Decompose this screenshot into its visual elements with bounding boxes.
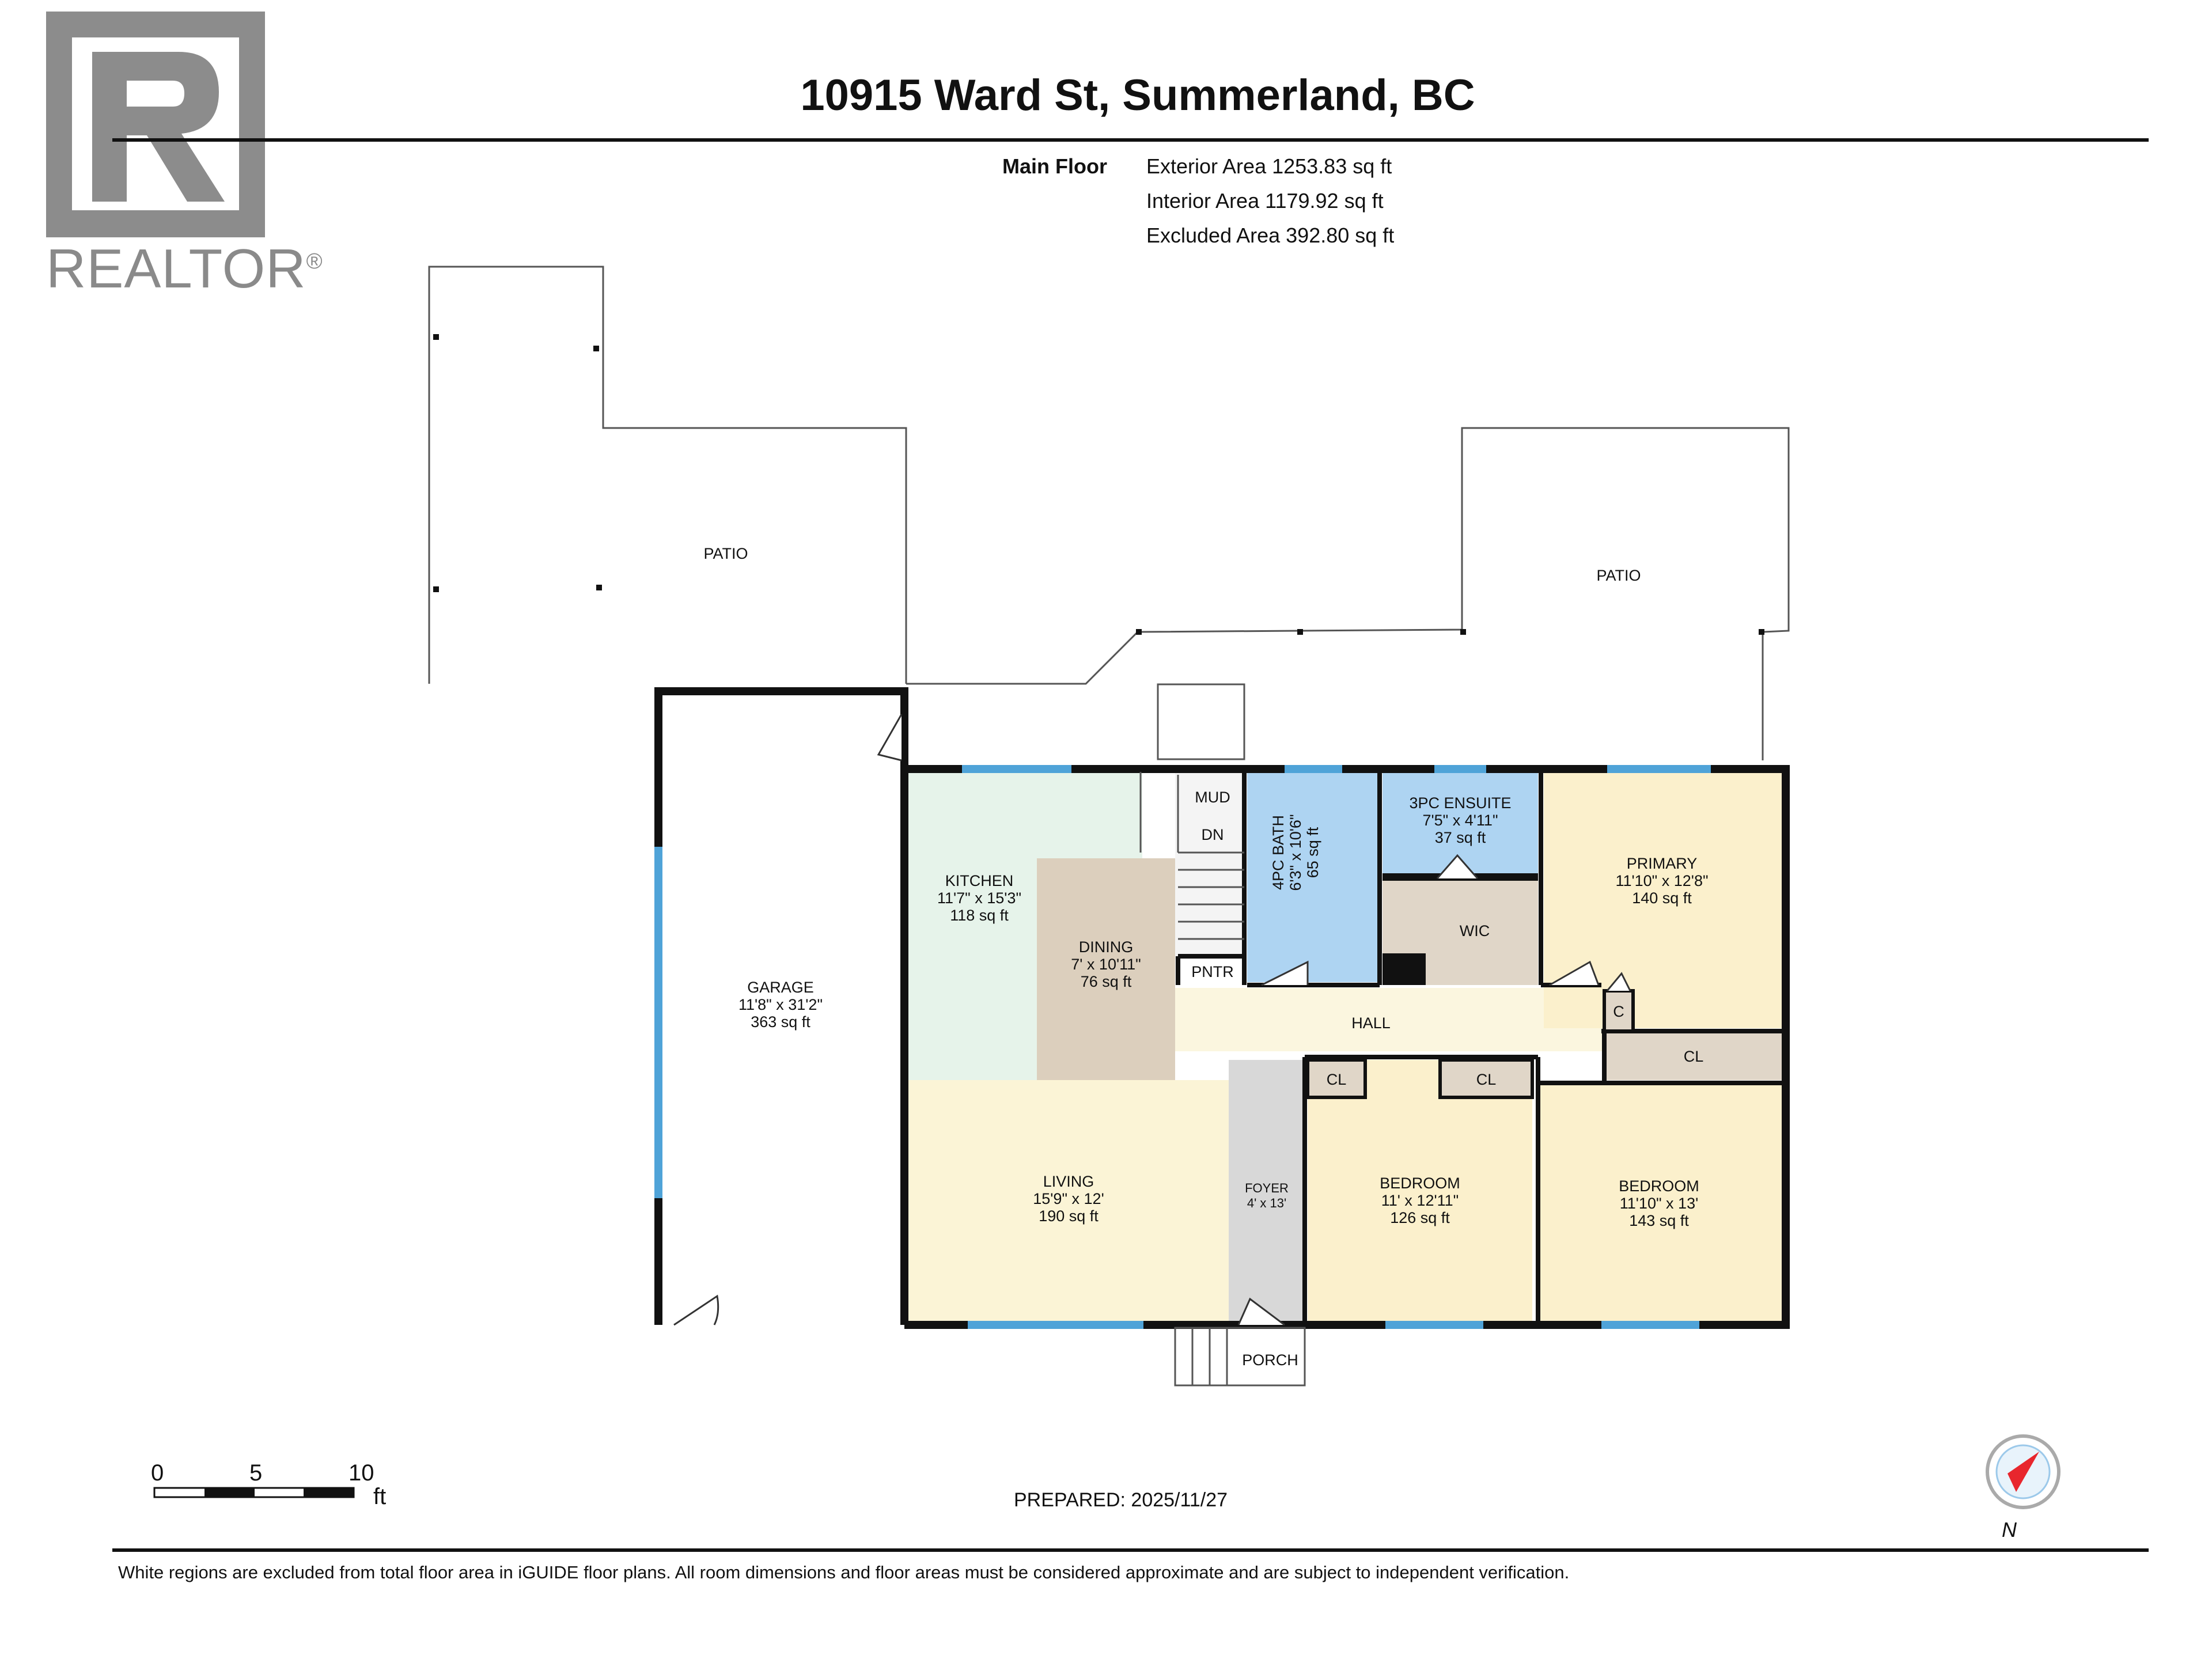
porch-label: PORCH xyxy=(1242,1351,1298,1369)
compass-icon xyxy=(1986,1434,2061,1509)
ensuite-area: 37 sq ft xyxy=(1435,829,1486,846)
garage-floor xyxy=(660,691,902,1325)
scale-tick-5: 5 xyxy=(249,1460,263,1486)
dining-dims: 7' x 10'11" xyxy=(1071,956,1141,973)
porch-steps xyxy=(1174,1327,1306,1387)
stairs xyxy=(1139,772,1244,940)
realtor-r-icon xyxy=(46,12,265,237)
bedroom2-name: BEDROOM xyxy=(1619,1177,1699,1195)
kitchen-dims: 11'7" x 15'3" xyxy=(937,889,1021,907)
primary-dims: 11'10" x 12'8" xyxy=(1615,872,1708,889)
logo-text: REALTOR xyxy=(46,238,306,300)
mud-label: MUD xyxy=(1195,789,1230,806)
scale-tick-10: 10 xyxy=(349,1460,374,1486)
pantry-label: PNTR xyxy=(1191,963,1234,980)
hall-label: HALL xyxy=(1351,1014,1391,1032)
living-floor xyxy=(906,1080,1229,1325)
door-swings xyxy=(673,714,1631,1326)
patio-right-label: PATIO xyxy=(1596,567,1641,584)
garage-area: 363 sq ft xyxy=(751,1013,810,1031)
prepared-date: PREPARED: 2025/11/27 xyxy=(1014,1489,1228,1511)
bedroom2-dims: 11'10" x 13' xyxy=(1620,1195,1699,1212)
floor-label: Main Floor xyxy=(1002,154,1107,178)
disclaimer: White regions are excluded from total fl… xyxy=(118,1562,1570,1582)
interior-area: Interior Area 1179.92 sq ft xyxy=(1146,189,1384,213)
bath4-name: 4PC BATH xyxy=(1270,815,1287,890)
primary-area: 140 sq ft xyxy=(1632,889,1692,907)
closet-hall-fill xyxy=(1604,1031,1783,1080)
living-area: 190 sq ft xyxy=(1039,1207,1099,1225)
header-rule xyxy=(112,138,2149,142)
bath4-dims: 6'3" x 10'6" xyxy=(1287,814,1304,891)
ensuite-name: 3PC ENSUITE xyxy=(1409,794,1511,812)
living-name: LIVING xyxy=(1043,1173,1094,1190)
dining-area: 76 sq ft xyxy=(1081,973,1132,990)
windows xyxy=(654,765,1711,1329)
closet-c-label: C xyxy=(1613,1003,1624,1020)
closet-bed2-label: CL xyxy=(1476,1071,1497,1088)
ensuite-dims: 7'5" x 4'11" xyxy=(1422,812,1498,829)
kitchen-area: 118 sq ft xyxy=(950,907,1009,924)
foyer-name: FOYER xyxy=(1245,1181,1289,1195)
room-labels: PATIO PATIO GARAGE 11'8" x 31'2" 363 sq … xyxy=(703,545,1708,1369)
patio-outlines xyxy=(428,266,1790,760)
kitchen-name: KITCHEN xyxy=(945,872,1014,889)
foyer-floor xyxy=(1229,1060,1305,1325)
living-dims: 15'9" x 12' xyxy=(1033,1190,1104,1207)
garage-dims: 11'8" x 31'2" xyxy=(738,996,823,1013)
dining-floor xyxy=(1037,858,1175,1080)
patio-left-label: PATIO xyxy=(703,545,748,562)
bedroom1-name: BEDROOM xyxy=(1380,1175,1460,1192)
bedroom2-area: 143 sq ft xyxy=(1629,1212,1689,1229)
excluded-area: Excluded Area 392.80 sq ft xyxy=(1146,224,1395,247)
garage-name: GARAGE xyxy=(747,979,814,996)
page-title: 10915 Ward St, Summerland, BC xyxy=(800,71,1475,120)
closet-hall-label: CL xyxy=(1684,1048,1704,1065)
bedroom1-floor xyxy=(1308,1060,1532,1325)
patio-posts xyxy=(433,334,1764,635)
scale-bar xyxy=(153,1487,355,1498)
dining-name: DINING xyxy=(1079,938,1134,956)
bath4-area: 65 sq ft xyxy=(1304,827,1321,878)
wic-shelf xyxy=(1382,953,1426,985)
compass-label: N xyxy=(2002,1518,2017,1541)
room-fills xyxy=(660,691,1783,1325)
hall-floor xyxy=(1175,988,1613,1051)
stairs-label: DN xyxy=(1202,826,1224,843)
closet-boxes xyxy=(1306,989,1635,1099)
footer-rule xyxy=(112,1548,2149,1552)
bath4-floor xyxy=(1247,769,1380,982)
scale-tick-0: 0 xyxy=(151,1460,164,1486)
scale-unit: ft xyxy=(373,1484,387,1509)
foyer-dims: 4' x 13' xyxy=(1247,1196,1286,1210)
stair-area xyxy=(1175,769,1244,959)
bedroom1-dims: 11' x 12'11" xyxy=(1381,1192,1459,1209)
exterior-area: Exterior Area 1253.83 sq ft xyxy=(1146,154,1392,178)
wic-label: WIC xyxy=(1460,922,1490,940)
closet-bed1-label: CL xyxy=(1327,1071,1347,1088)
bedroom2-floor xyxy=(1538,1083,1783,1325)
bedroom1-area: 126 sq ft xyxy=(1390,1209,1450,1226)
primary-name: PRIMARY xyxy=(1627,855,1698,872)
